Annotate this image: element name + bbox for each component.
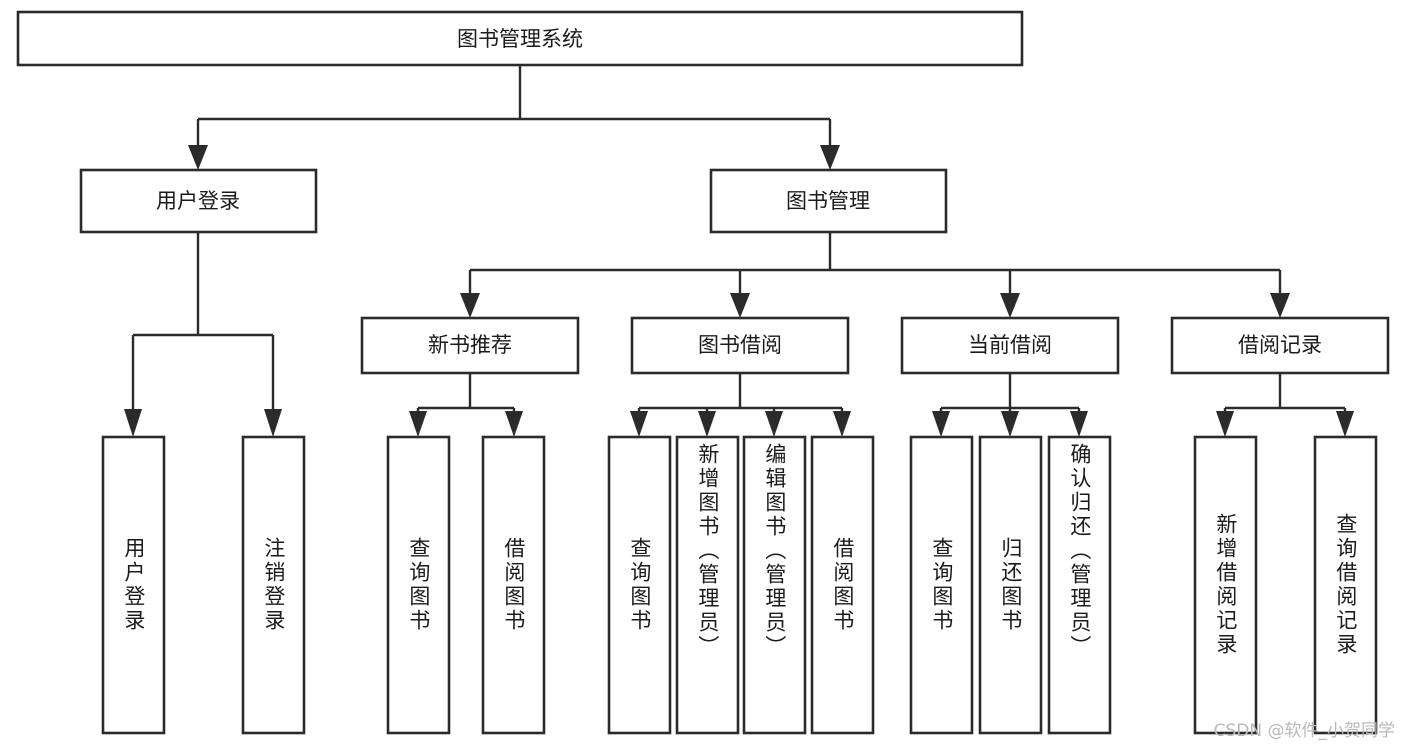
arrow-head-bookborrow [730,293,750,318]
arrow-head-currentborrow-leaf-1 [932,411,950,437]
leaf-box-logout[interactable] [241,435,306,735]
node-book-manage[interactable]: 图书管理 [709,168,948,234]
node-new-book-recommend-box[interactable] [360,316,580,375]
node-borrow-record[interactable]: 借阅记录 [1170,316,1390,375]
connector-borrowrecord-to-leaves [1216,373,1354,437]
node-new-book-recommend-label: 新书推荐 [428,333,512,357]
leaf-box-query-book-1[interactable] [386,435,451,735]
node-current-borrow[interactable]: 当前借阅 [900,316,1120,375]
arrow-head-newbook [460,293,480,318]
node-borrow-record-label: 借阅记录 [1238,333,1322,357]
leaf-box-borrow-book-2[interactable] [810,435,875,735]
node-book-borrow-label: 图书借阅 [698,333,782,357]
arrow-head-bookborrow-leaf-4 [833,411,851,437]
leaf-box-borrow-book-1[interactable] [481,435,546,735]
connector-bookborrow-to-leaves [630,373,851,437]
connector-bookmanage-to-level3 [460,232,1290,318]
node-user-login-box[interactable] [79,168,318,234]
node-user-login[interactable]: 用户登录 [79,168,318,234]
arrow-head-bookborrow-leaf-3 [765,411,783,437]
arrow-head-borrowrecord-leaf-1 [1216,411,1234,437]
arrow-head-book-manage [820,145,840,170]
arrow-head-currentborrow-leaf-3 [1070,411,1088,437]
arrow-head-newbook-leaf-1 [409,411,427,437]
leaf-boxes [101,435,1378,735]
leaf-box-query-borrow-record[interactable] [1313,435,1378,735]
leaf-box-user-login[interactable] [101,435,166,735]
leaf-box-confirm-return-admin[interactable] [1047,435,1112,735]
node-book-manage-box[interactable] [709,168,948,234]
arrow-head-currentborrow-leaf-2 [1001,411,1019,437]
connector-root-to-level2 [188,65,840,170]
leaf-box-add-book-admin[interactable] [675,435,740,735]
node-root-box[interactable] [16,10,1024,67]
node-book-manage-label: 图书管理 [786,189,870,213]
leaf-box-return-book[interactable] [978,435,1043,735]
arrow-head-bookborrow-leaf-1 [630,411,648,437]
arrow-head-leaf-user-login [124,409,142,437]
node-borrow-record-box[interactable] [1170,316,1390,375]
arrow-head-borrowrecord-leaf-2 [1336,411,1354,437]
node-current-borrow-box[interactable] [900,316,1120,375]
leaf-box-query-book-2[interactable] [607,435,672,735]
node-new-book-recommend[interactable]: 新书推荐 [360,316,580,375]
node-current-borrow-label: 当前借阅 [968,333,1052,357]
leaf-box-edit-book-admin[interactable] [742,435,807,735]
arrow-head-newbook-leaf-2 [505,411,523,437]
arrow-head-bookborrow-leaf-2 [698,411,716,437]
node-root[interactable]: 图书管理系统 [16,10,1024,67]
arrow-head-borrowrecord [1270,293,1290,318]
connector-newbook-to-leaves [409,373,523,437]
leaf-box-query-book-3[interactable] [909,435,974,735]
connector-userlogin-to-leaves [124,232,282,437]
node-book-borrow[interactable]: 图书借阅 [630,316,850,375]
connector-currentborrow-to-leaves [932,373,1088,437]
node-book-borrow-box[interactable] [630,316,850,375]
arrow-head-currentborrow [1000,293,1020,318]
leaf-box-add-borrow-record[interactable] [1193,435,1258,735]
node-root-label: 图书管理系统 [457,27,583,51]
arrow-head-user-login [188,145,208,170]
node-user-login-label: 用户登录 [156,189,240,213]
arrow-head-leaf-logout [264,409,282,437]
